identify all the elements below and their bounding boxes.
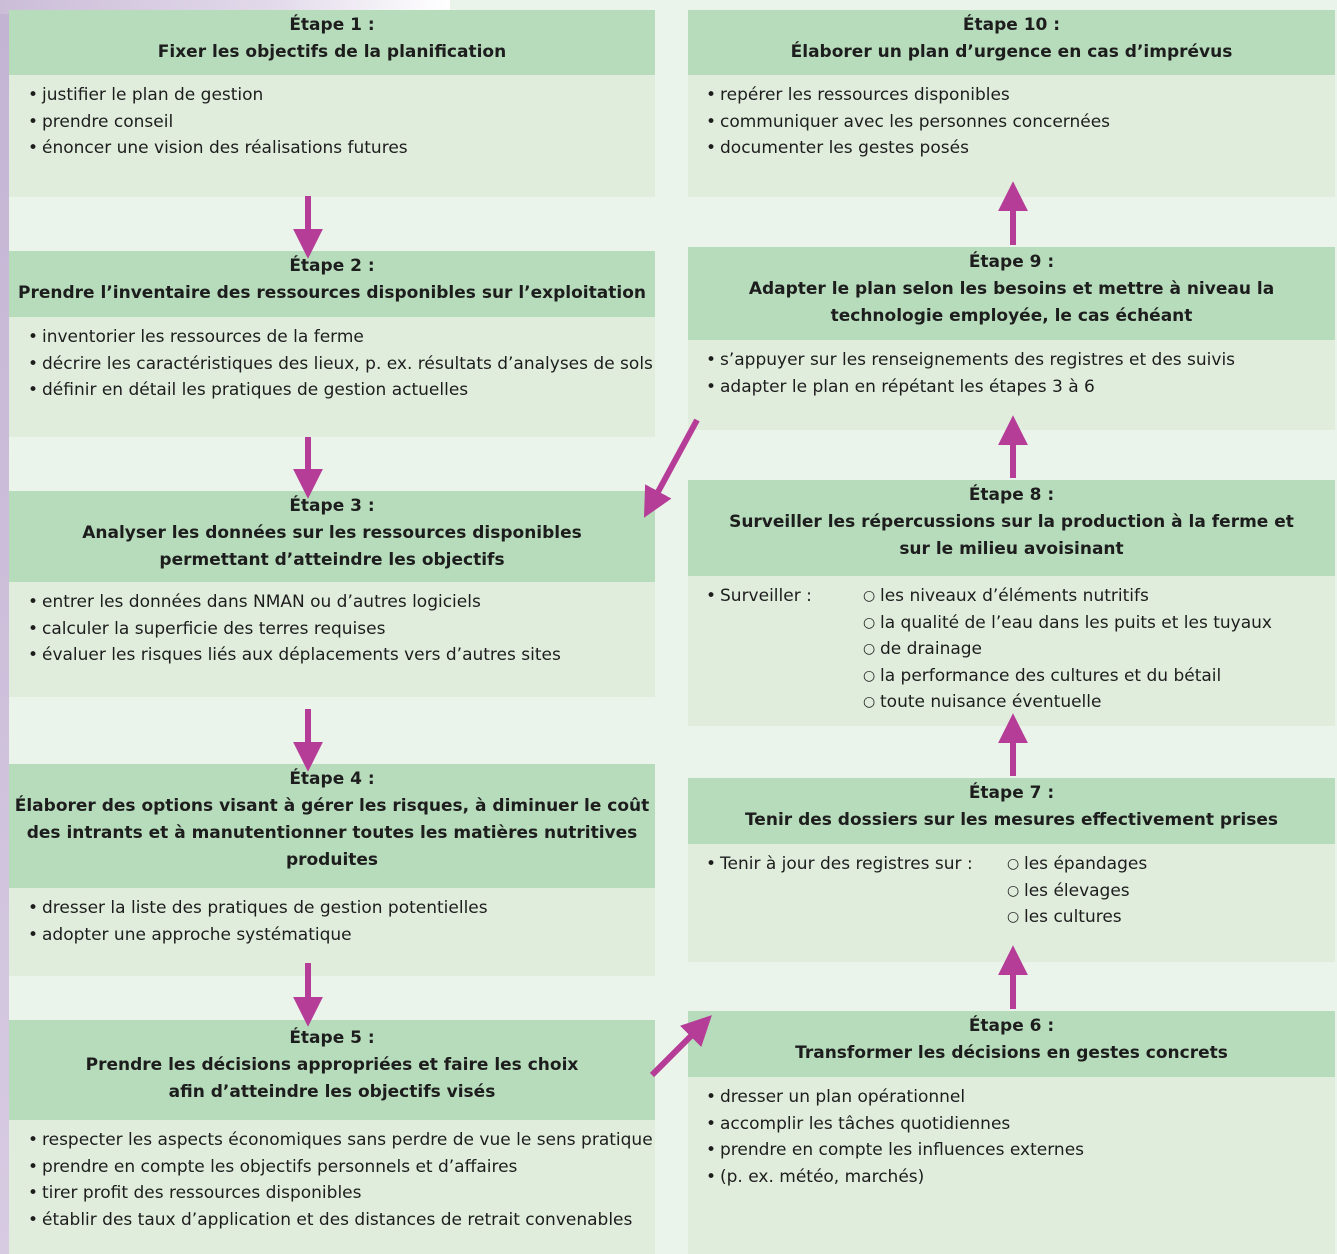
step-6-item: dresser un plan opérationnel	[706, 1084, 1335, 1111]
step-10-label: Étape 10 :	[962, 15, 1061, 35]
step-4-item: dresser la liste des pratiques de gestio…	[28, 895, 655, 922]
step-5-title-line-2: afin d’atteindre les objectifs visés	[168, 1082, 496, 1102]
step-2-item: définir en détail les pratiques de gesti…	[28, 377, 655, 404]
step-7: Étape 7 : Tenir des dossiers sur les mes…	[688, 778, 1335, 962]
step-6-item: accomplir les tâches quotidiennes	[706, 1111, 1335, 1138]
step-9-item: s’appuyer sur les renseignements des reg…	[706, 347, 1335, 374]
step-4: Étape 4 : Élaborer des options visant à …	[9, 764, 655, 976]
step-1-body: justifier le plan de gestion prendre con…	[9, 75, 655, 197]
step-3-title-line-2: permettant d’atteindre les objectifs	[159, 550, 505, 570]
step-1-title: Fixer les objectifs de la planification	[157, 42, 507, 62]
step-3-header: Étape 3 : Analyser les données sur les r…	[9, 491, 655, 582]
step-3-item: entrer les données dans NMAN ou d’autres…	[28, 589, 655, 616]
step-2-label: Étape 2 :	[289, 256, 375, 276]
step-6: Étape 6 : Transformer les décisions en g…	[688, 1011, 1335, 1254]
step-7-header: Étape 7 : Tenir des dossiers sur les mes…	[688, 778, 1335, 844]
step-8-sub-item: la qualité de l’eau dans les puits et le…	[863, 610, 1272, 637]
step-7-label: Étape 7 :	[968, 783, 1055, 803]
step-8-sub-item: toute nuisance éventuelle	[863, 689, 1272, 716]
step-5-item: tirer profit des ressources disponibles	[28, 1180, 655, 1207]
step-8-sublist: les niveaux d’éléments nutritifs la qual…	[863, 583, 1272, 726]
step-4-title-line-2: des intrants et à manutentionner toutes …	[26, 823, 638, 843]
step-2-item: décrire les caractéristiques des lieux, …	[28, 351, 655, 378]
step-10-item: documenter les gestes posés	[706, 135, 1335, 162]
step-10-body: repérer les ressources disponibles commu…	[688, 75, 1335, 197]
step-1-item: énoncer une vision des réalisations futu…	[28, 135, 655, 162]
step-8: Étape 8 : Surveiller les répercussions s…	[688, 480, 1335, 726]
step-3-label: Étape 3 :	[289, 496, 375, 516]
step-5-item: prendre en compte les objectifs personne…	[28, 1154, 655, 1181]
step-8-lead: Surveiller :	[706, 583, 863, 726]
step-9-header: Étape 9 : Adapter le plan selon les beso…	[688, 247, 1335, 340]
step-9: Étape 9 : Adapter le plan selon les beso…	[688, 247, 1335, 430]
step-1-item: justifier le plan de gestion	[28, 82, 655, 109]
step-10-title: Élaborer un plan d’urgence en cas d’impr…	[790, 42, 1233, 62]
step-7-sublist: les épandages les élevages les cultures	[1007, 851, 1147, 962]
step-5-item: établir des taux d’application et des di…	[28, 1207, 655, 1234]
step-2: Étape 2 : Prendre l’inventaire des resso…	[9, 251, 655, 437]
step-3-item: évaluer les risques liés aux déplacement…	[28, 642, 655, 669]
decorative-side-strip	[0, 14, 9, 1254]
step-7-sub-item: les épandages	[1007, 851, 1147, 878]
step-9-title-line-1: Adapter le plan selon les besoins et met…	[748, 279, 1275, 299]
step-8-sub-item: les niveaux d’éléments nutritifs	[863, 583, 1272, 610]
step-6-header: Étape 6 : Transformer les décisions en g…	[688, 1011, 1335, 1077]
step-5-title-line-1: Prendre les décisions appropriées et fai…	[85, 1055, 579, 1075]
step-7-body: Tenir à jour des registres sur : les épa…	[688, 844, 1335, 962]
step-6-item-continued: (p. ex. météo, marchés)	[706, 1164, 1335, 1191]
step-9-item: adapter le plan en répétant les étapes 3…	[706, 374, 1335, 401]
step-6-label: Étape 6 :	[968, 1016, 1055, 1036]
step-4-header: Étape 4 : Élaborer des options visant à …	[9, 764, 655, 888]
step-4-body: dresser la liste des pratiques de gestio…	[9, 888, 655, 976]
step-8-sub-item-continued: de drainage	[863, 636, 1272, 663]
step-9-body: s’appuyer sur les renseignements des reg…	[688, 340, 1335, 430]
step-6-title: Transformer les décisions en gestes conc…	[795, 1043, 1228, 1063]
step-7-title: Tenir des dossiers sur les mesures effec…	[744, 810, 1279, 830]
step-7-sub-item: les élevages	[1007, 878, 1147, 905]
step-10-item: communiquer avec les personnes concernée…	[706, 109, 1335, 136]
step-8-body: Surveiller : les niveaux d’éléments nutr…	[688, 576, 1335, 726]
step-6-body: dresser un plan opérationnel accomplir l…	[688, 1077, 1335, 1254]
step-9-label: Étape 9 :	[968, 252, 1055, 272]
step-5-label: Étape 5 :	[289, 1028, 375, 1048]
step-3-title-line-1: Analyser les données sur les ressources …	[82, 523, 582, 543]
step-3-body: entrer les données dans NMAN ou d’autres…	[9, 582, 655, 697]
step-5-body: respecter les aspects économiques sans p…	[9, 1120, 655, 1254]
step-4-title-line-1: Élaborer des options visant à gérer les …	[14, 796, 650, 816]
step-2-body: inventorier les ressources de la ferme d…	[9, 317, 655, 437]
step-2-header: Étape 2 : Prendre l’inventaire des resso…	[9, 251, 655, 317]
step-9-title-line-2: technologie employée, le cas échéant	[830, 306, 1193, 326]
step-5-item: respecter les aspects économiques sans p…	[28, 1127, 655, 1154]
step-8-title-line-2: sur le milieu avoisinant	[899, 539, 1124, 559]
step-7-lead: Tenir à jour des registres sur :	[706, 851, 1007, 962]
step-8-header: Étape 8 : Surveiller les répercussions s…	[688, 480, 1335, 576]
step-5-header: Étape 5 : Prendre les décisions appropri…	[9, 1020, 655, 1120]
step-7-sub-item: les cultures	[1007, 904, 1147, 931]
step-1-header: Étape 1 : Fixer les objectifs de la plan…	[9, 10, 655, 75]
step-6-item: prendre en compte les influences externe…	[706, 1137, 1335, 1164]
step-8-sub-item: la performance des cultures et du bétail	[863, 663, 1272, 690]
step-4-label: Étape 4 :	[289, 769, 375, 789]
step-4-title-line-3: produites	[285, 850, 379, 870]
step-10-header: Étape 10 : Élaborer un plan d’urgence en…	[688, 10, 1335, 75]
step-3-item: calculer la superficie des terres requis…	[28, 616, 655, 643]
step-2-item: inventorier les ressources de la ferme	[28, 324, 655, 351]
step-8-title-line-1: Surveiller les répercussions sur la prod…	[729, 512, 1294, 532]
step-4-item: adopter une approche systématique	[28, 922, 655, 949]
step-1-item: prendre conseil	[28, 109, 655, 136]
step-1: Étape 1 : Fixer les objectifs de la plan…	[9, 10, 655, 197]
step-2-title: Prendre l’inventaire des ressources disp…	[18, 283, 646, 303]
step-5: Étape 5 : Prendre les décisions appropri…	[9, 1020, 655, 1254]
step-1-label: Étape 1 :	[289, 15, 375, 35]
step-10: Étape 10 : Élaborer un plan d’urgence en…	[688, 10, 1335, 197]
step-3: Étape 3 : Analyser les données sur les r…	[9, 491, 655, 697]
step-8-label: Étape 8 :	[968, 485, 1055, 505]
step-10-item: repérer les ressources disponibles	[706, 82, 1335, 109]
